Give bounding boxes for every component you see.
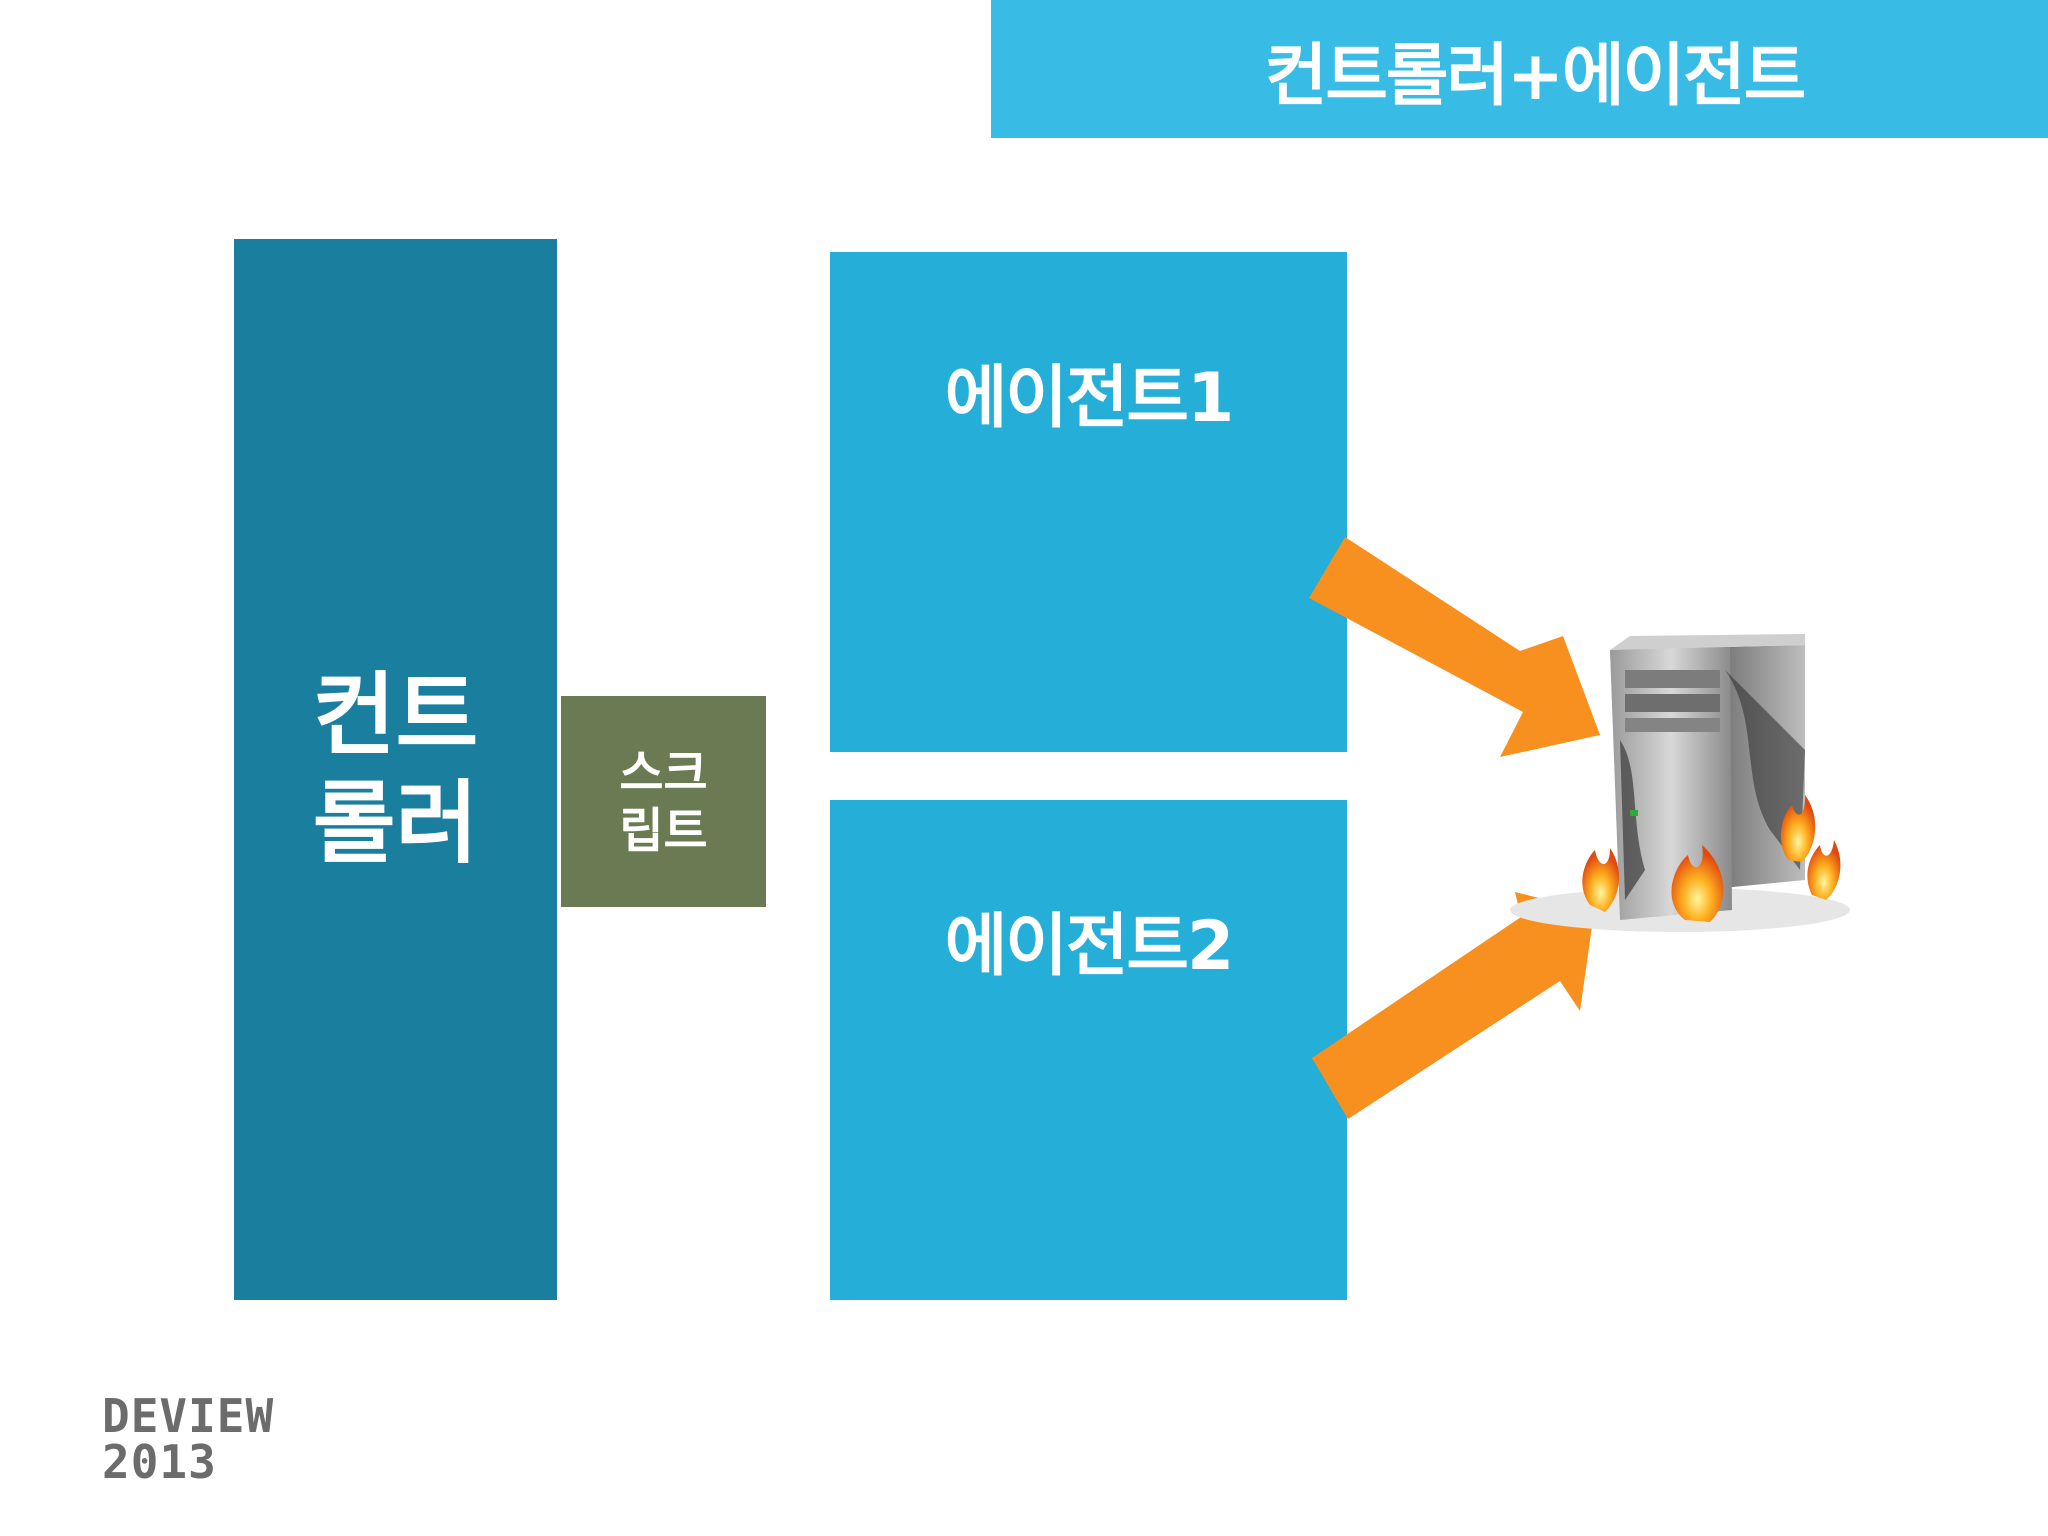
arrow-agent-2-to-server: [1312, 892, 1594, 1119]
deview-logo: DEVIEW 2013: [102, 1393, 274, 1485]
script-label: 스크립트: [619, 744, 708, 859]
burning-server-icon: [1510, 634, 1850, 932]
arrow-agent-1-to-server: [1309, 537, 1600, 757]
controller-box: 컨트롤러: [234, 239, 557, 1300]
controller-label: 컨트롤러: [312, 662, 479, 876]
agent-2-box: 에이전트2: [830, 800, 1347, 1300]
agent-1-box: 에이전트1: [830, 252, 1347, 752]
slide-title: 컨트롤러+에이전트: [1264, 36, 1806, 116]
agent-1-label: 에이전트1: [944, 359, 1235, 438]
agent-2-label: 에이전트2: [944, 907, 1235, 986]
logo-line-2: 2013: [102, 1435, 217, 1489]
script-box: 스크립트: [561, 696, 766, 907]
title-bar: 컨트롤러+에이전트: [991, 0, 2048, 138]
logo-line-1: DEVIEW: [102, 1389, 275, 1443]
